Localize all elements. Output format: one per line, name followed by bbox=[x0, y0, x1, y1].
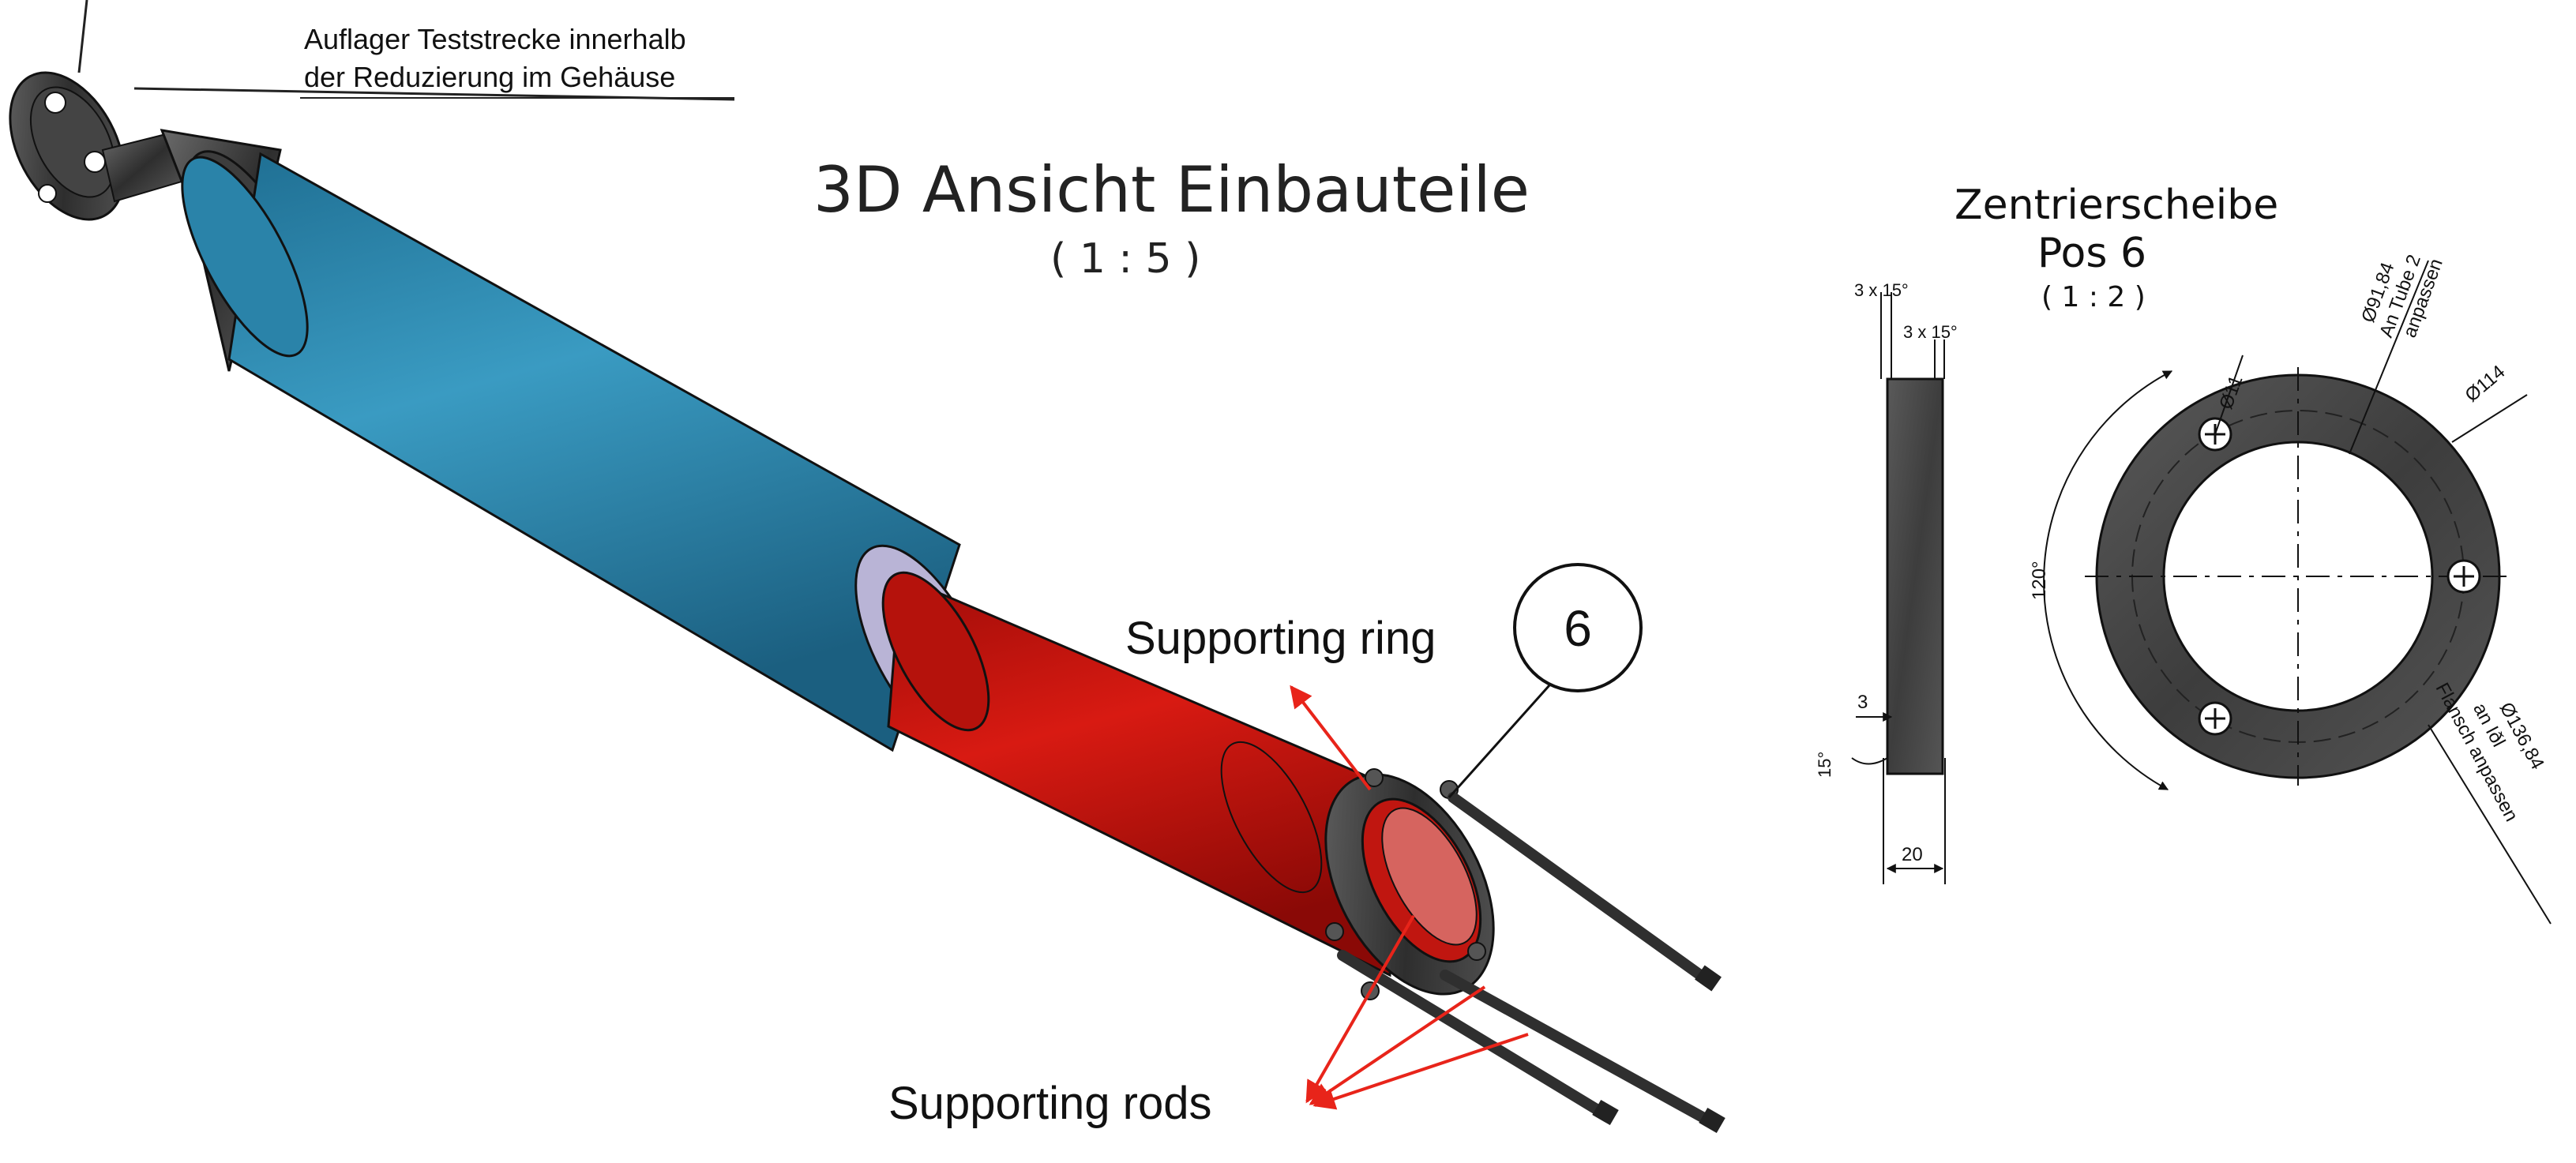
dim-chamfer-left: 3 x 15° bbox=[1854, 280, 1909, 300]
hole-bottom bbox=[2198, 701, 2232, 736]
end-flange-left bbox=[9, 71, 126, 221]
inner-tube-seam bbox=[1220, 741, 1323, 894]
callout-balloon bbox=[1513, 563, 1643, 692]
arrow-rod-1 bbox=[1305, 915, 1415, 1104]
dim-arc-120 bbox=[2043, 370, 2173, 790]
note-line-2: der Reduzierung im Gehäuse bbox=[304, 61, 675, 93]
detail-drawing bbox=[1851, 260, 2552, 925]
outer-tube-blue bbox=[227, 152, 961, 752]
leader-d114 bbox=[2451, 394, 2528, 443]
dim-angle-15 bbox=[1851, 757, 1888, 765]
leader-line-top bbox=[77, 0, 88, 73]
balloon-number: 6 bbox=[1564, 600, 1592, 657]
rod-3 bbox=[1337, 950, 1609, 1119]
hole-right bbox=[2446, 559, 2481, 594]
note-line-1: Auflager Teststrecke innerhalb bbox=[304, 23, 686, 55]
supporting-ring-flange bbox=[1324, 768, 1495, 1000]
dim-text-15: 15° bbox=[1815, 752, 1834, 778]
dim-chamfer-right: 3 x 15° bbox=[1903, 322, 1958, 342]
arrow-rod-2 bbox=[1312, 1033, 1529, 1110]
arrow-rod-3 bbox=[1309, 985, 1486, 1105]
arrow-ring bbox=[1290, 685, 1372, 791]
rods-label: Supporting rods bbox=[888, 1078, 1211, 1129]
dim-text-120: 120° bbox=[2029, 561, 2050, 600]
dim-text-20: 20 bbox=[1902, 844, 1923, 865]
balloon-leader bbox=[1448, 685, 1551, 798]
outer-tube-end bbox=[181, 156, 309, 358]
dim-d91-group: Ø91,84 An Tube 2 anpassen bbox=[2357, 252, 2447, 340]
rod-2 bbox=[1440, 970, 1715, 1127]
dim-text-d114: Ø114 bbox=[2461, 361, 2510, 406]
supporting-rods bbox=[1337, 792, 1725, 1134]
leader-d91 bbox=[2349, 260, 2429, 455]
leader-d11 bbox=[2214, 355, 2244, 435]
detail-title: Zentrierscheibe bbox=[1955, 182, 2278, 229]
view-scale: ( 1 : 5 ) bbox=[1050, 235, 1200, 283]
rod-nut-3 bbox=[1592, 1099, 1619, 1126]
rod-nut-1 bbox=[1695, 965, 1722, 992]
assembly-3d bbox=[9, 0, 1725, 1134]
rod-1 bbox=[1448, 792, 1711, 985]
detail-scale: ( 1 : 2 ) bbox=[2041, 281, 2146, 313]
dim-text-3: 3 bbox=[1857, 692, 1868, 713]
dim-d136-group: Ø136,84 an Iðl Flansch anpassen bbox=[2431, 679, 2548, 825]
inner-tube-start bbox=[881, 571, 990, 732]
hole-top bbox=[2198, 417, 2232, 452]
ring-label: Supporting ring bbox=[1125, 613, 1436, 664]
view-title: 3D Ansicht Einbauteile bbox=[813, 153, 1530, 227]
side-view-disc bbox=[1886, 377, 1944, 775]
rod-nut-2 bbox=[1699, 1107, 1725, 1134]
detail-subtitle: Pos 6 bbox=[2037, 230, 2146, 277]
leader-d136 bbox=[2428, 724, 2552, 925]
